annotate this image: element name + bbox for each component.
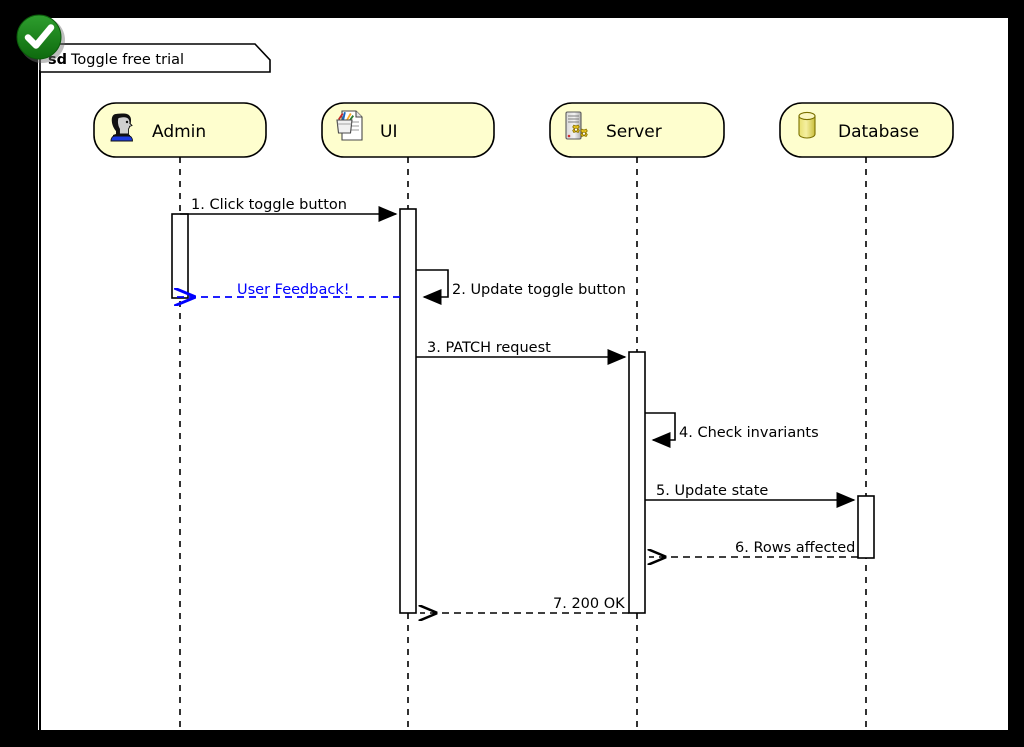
activation-admin <box>171 213 189 299</box>
message-1[interactable]: 1. Click toggle button <box>180 197 398 222</box>
participant-admin[interactable]: Admin <box>93 102 267 158</box>
frame-title: Toggle free trial <box>70 52 184 68</box>
frame-keyword: sd <box>48 52 67 68</box>
message-4[interactable]: 4. Check invariants <box>645 412 819 448</box>
message-2[interactable]: 2. Update toggle button <box>416 269 626 305</box>
message-5[interactable]: 5. Update state <box>645 483 856 508</box>
note-user-feedback[interactable]: User Feedback! <box>176 282 400 298</box>
message-3[interactable]: 3. PATCH request <box>416 340 627 365</box>
database-cylinder-icon <box>798 111 816 139</box>
message-6[interactable]: 6. Rows affected <box>649 540 858 557</box>
activation-bars <box>171 208 875 614</box>
server-gears-icon <box>565 111 588 140</box>
green-check-badge-icon <box>16 14 65 63</box>
message-label-1: 1. Click toggle button <box>191 197 347 213</box>
message-7[interactable]: 7. 200 OK <box>420 596 629 613</box>
message-label-2: 2. Update toggle button <box>452 282 626 298</box>
participant-label-database: Database <box>838 122 919 142</box>
actor-person-icon <box>110 113 133 142</box>
participant-label-server: Server <box>606 122 662 142</box>
participant-label-admin: Admin <box>152 122 206 142</box>
lifelines <box>179 157 867 730</box>
note-label-user-feedback: User Feedback! <box>237 282 350 298</box>
boundary-page-pencils-icon <box>336 110 363 141</box>
participant-ui[interactable]: UI <box>321 102 495 158</box>
message-label-7: 7. 200 OK <box>553 596 625 612</box>
participant-label-ui: UI <box>380 122 397 142</box>
activation-server <box>628 351 646 614</box>
message-label-4: 4. Check invariants <box>679 425 819 441</box>
activation-ui <box>399 208 417 614</box>
message-label-3: 3. PATCH request <box>427 340 551 356</box>
participant-database[interactable]: Database <box>779 102 954 158</box>
activation-database <box>857 495 875 559</box>
frame-label-tab: sd Toggle free trial <box>39 43 271 73</box>
message-label-6: 6. Rows affected <box>735 540 855 556</box>
participant-server[interactable]: Server <box>549 102 725 158</box>
message-label-5: 5. Update state <box>656 483 768 499</box>
